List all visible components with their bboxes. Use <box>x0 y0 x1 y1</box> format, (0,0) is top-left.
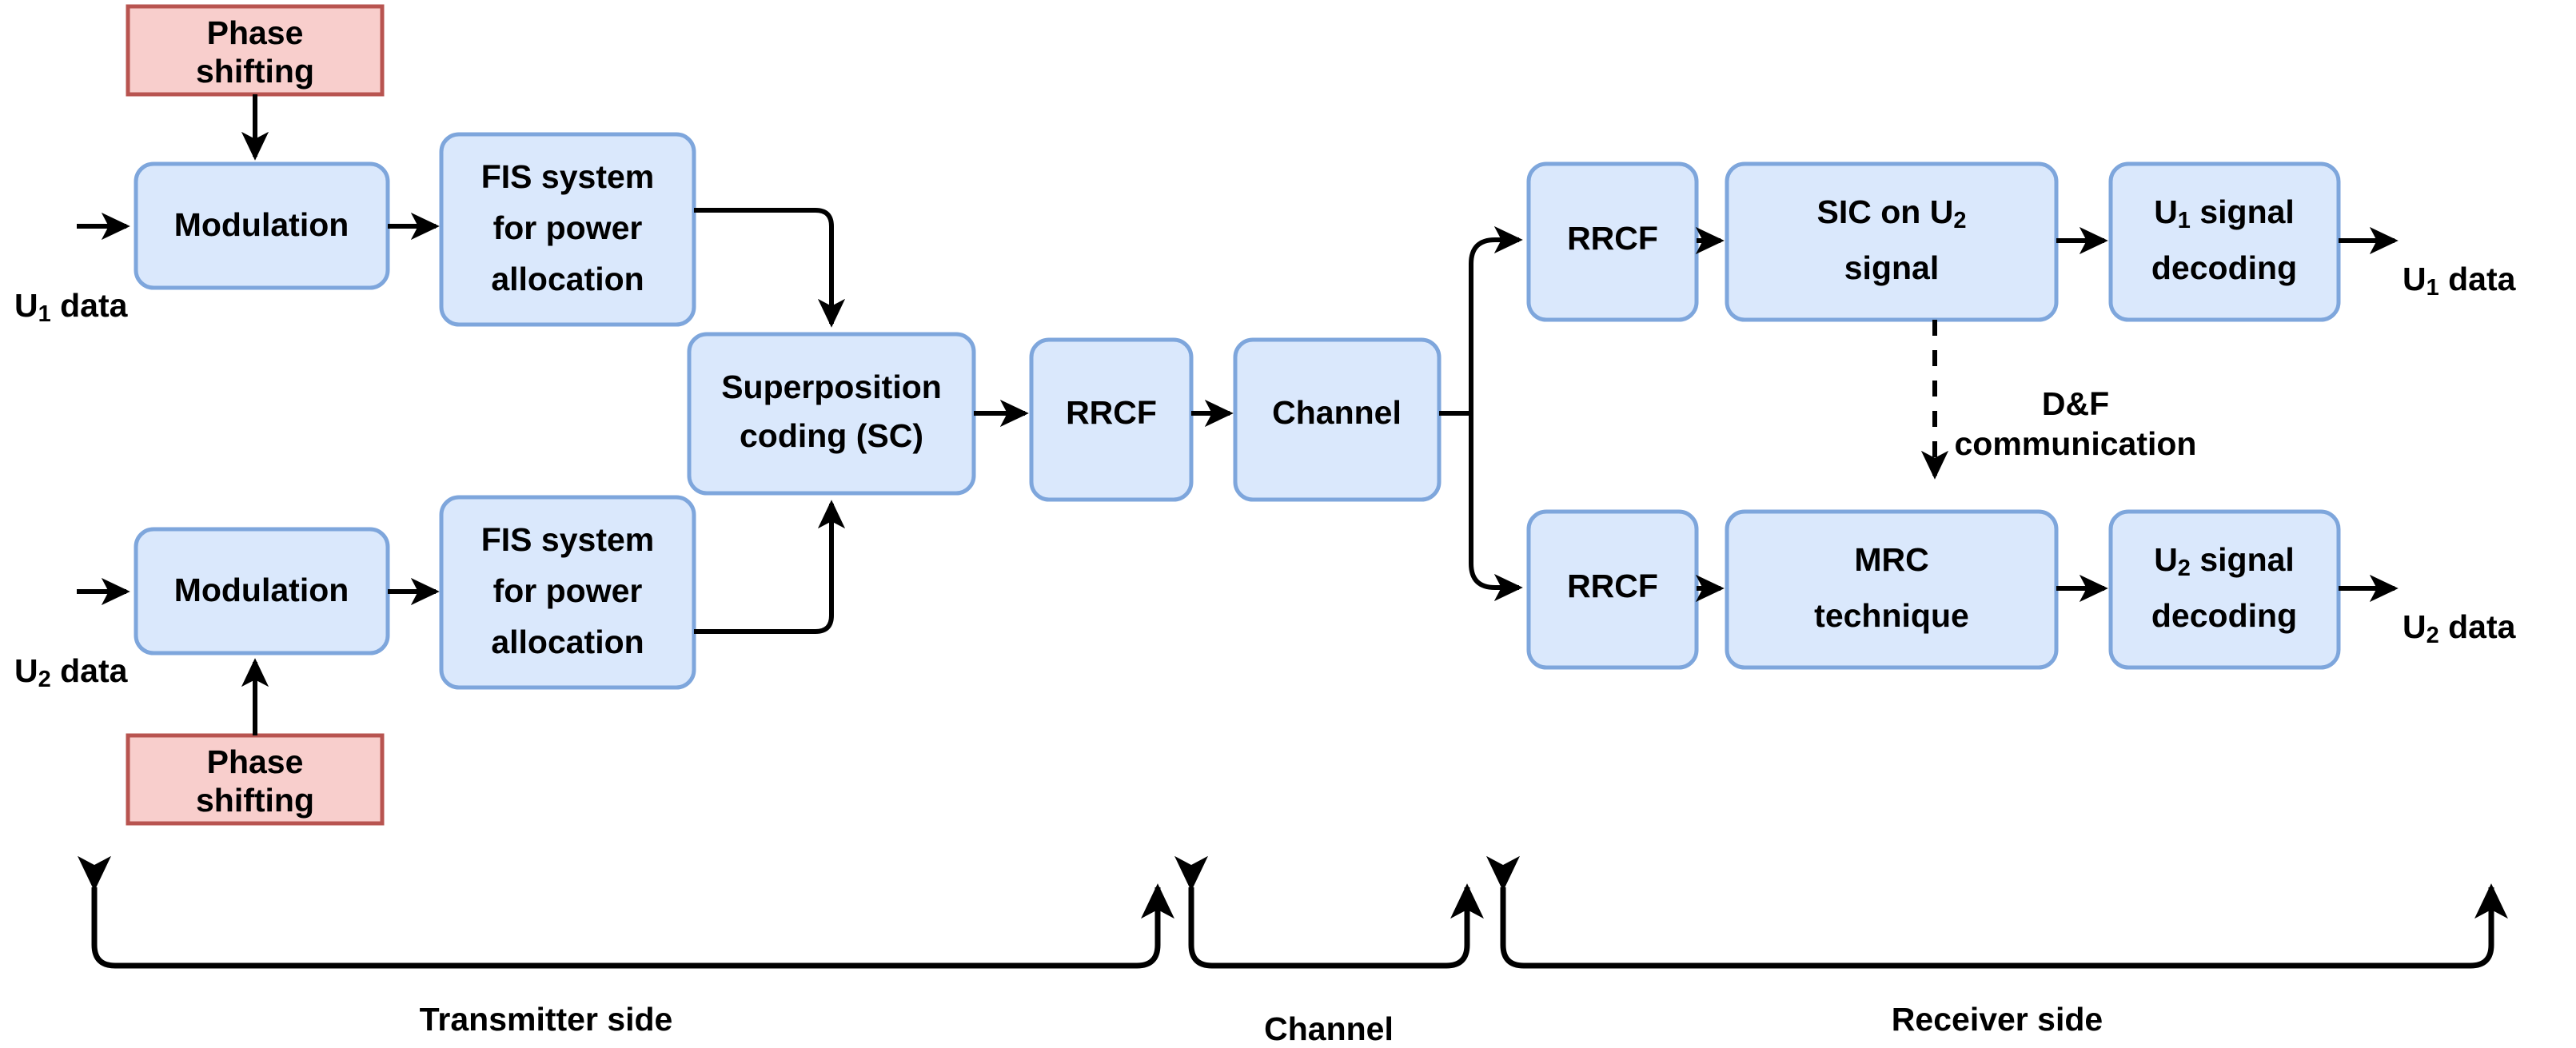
mrc-technique-rect <box>1725 509 2059 670</box>
rrcf-receiver-top-label: RRCF <box>1567 220 1658 257</box>
modulation-bottom-label: Modulation <box>174 572 349 608</box>
fis-top-rect <box>439 132 696 327</box>
u1-signal-decoding-label-line1: U1 signal <box>2154 193 2295 233</box>
phase-shifting-top-label-line1: Phase <box>207 14 304 51</box>
bracket-channel-label: Channel <box>1264 1010 1394 1047</box>
node-rrcf-receiver-bottom[interactable]: RRCF <box>1526 509 1699 670</box>
bracket-transmitter-path <box>77 855 1175 969</box>
bracket-receiver-label: Receiver side <box>1892 1001 2103 1038</box>
node-superposition-coding[interactable]: Superposition coding (SC) <box>687 332 976 496</box>
phase-shifting-top-rect <box>126 4 385 97</box>
channel-label: Channel <box>1272 394 1402 431</box>
node-fis-top[interactable]: FIS system for power allocation <box>439 132 696 327</box>
bracket-transmitter-side: Transmitter side <box>77 855 1175 1038</box>
mrc-technique-label-line1: MRC <box>1854 541 1928 578</box>
node-phase-shifting-bottom[interactable]: Phase shifting <box>126 733 385 826</box>
output-label-u1: U1 data <box>2403 261 2517 301</box>
edge-channel-split-upper <box>1469 225 1523 413</box>
df-communication-label-line1: D&F <box>2042 385 2109 422</box>
phase-shifting-bottom-label-line1: Phase <box>207 743 304 780</box>
superposition-coding-label-line1: Superposition <box>721 369 942 405</box>
node-u2-signal-decoding[interactable]: U2 signal decoding <box>2108 509 2341 670</box>
fis-top-label-line2: for power <box>493 209 643 246</box>
node-fis-bottom[interactable]: FIS system for power allocation <box>439 495 696 690</box>
edge-fis-bottom-to-superposition <box>694 500 846 634</box>
phase-shifting-top-label-line2: shifting <box>196 53 314 90</box>
input-label-u1: U1 data <box>14 287 129 327</box>
phase-shifting-bottom-rect <box>126 733 385 826</box>
fis-bottom-rect <box>439 495 696 690</box>
channel-split-junction <box>1470 412 1472 414</box>
edge-channel-split-lower <box>1469 413 1523 602</box>
sic-rect <box>1725 161 2059 322</box>
node-rrcf-transmitter[interactable]: RRCF <box>1029 337 1194 502</box>
fis-top-label-line3: allocation <box>491 261 644 297</box>
fis-bottom-label-line1: FIS system <box>481 521 655 558</box>
superposition-coding-label-line2: coding (SC) <box>740 417 923 454</box>
node-u1-signal-decoding[interactable]: U1 signal decoding <box>2108 161 2341 322</box>
bracket-receiver-path <box>1485 855 2509 969</box>
node-rrcf-receiver-top[interactable]: RRCF <box>1526 161 1699 322</box>
fis-top-label-line1: FIS system <box>481 158 655 195</box>
df-communication-label-line2: communication <box>1955 425 2197 462</box>
bracket-transmitter-label: Transmitter side <box>420 1001 673 1038</box>
u1-signal-decoding-rect <box>2108 161 2341 322</box>
node-modulation-top[interactable]: Modulation <box>134 161 390 290</box>
channel-rect <box>1233 337 1442 502</box>
node-sic-on-u2-signal[interactable]: SIC on U2 signal <box>1725 161 2059 322</box>
superposition-coding-rect <box>687 332 976 496</box>
bracket-receiver-side: Receiver side <box>1485 855 2509 1038</box>
bracket-channel-side: Channel <box>1174 855 1485 1047</box>
modulation-top-label: Modulation <box>174 206 349 243</box>
node-phase-shifting-top[interactable]: Phase shifting <box>126 4 385 97</box>
u2-signal-decoding-label-line1: U2 signal <box>2154 541 2295 581</box>
u1-signal-decoding-label-line2: decoding <box>2151 249 2297 286</box>
sic-label-line2: signal <box>1844 249 1939 286</box>
sic-label-line1: SIC on U2 <box>1817 193 1967 233</box>
mrc-technique-label-line2: technique <box>1814 597 1969 634</box>
u2-signal-decoding-label-line2: decoding <box>2151 597 2297 634</box>
node-modulation-bottom[interactable]: Modulation <box>134 527 390 655</box>
fis-bottom-label-line3: allocation <box>491 624 644 660</box>
rrcf-transmitter-rect <box>1029 337 1194 502</box>
fis-bottom-label-line2: for power <box>493 572 643 609</box>
output-label-u2: U2 data <box>2403 608 2517 648</box>
rrcf-receiver-bottom-label: RRCF <box>1567 568 1658 604</box>
rrcf-transmitter-label: RRCF <box>1066 394 1157 431</box>
bracket-channel-path <box>1174 855 1485 969</box>
node-channel[interactable]: Channel <box>1233 337 1442 502</box>
edge-fis-top-to-superposition <box>694 208 846 328</box>
input-label-u2: U2 data <box>14 652 129 692</box>
phase-shifting-bottom-label-line2: shifting <box>196 782 314 819</box>
u2-signal-decoding-rect <box>2108 509 2341 670</box>
node-mrc-technique[interactable]: MRC technique <box>1725 509 2059 670</box>
